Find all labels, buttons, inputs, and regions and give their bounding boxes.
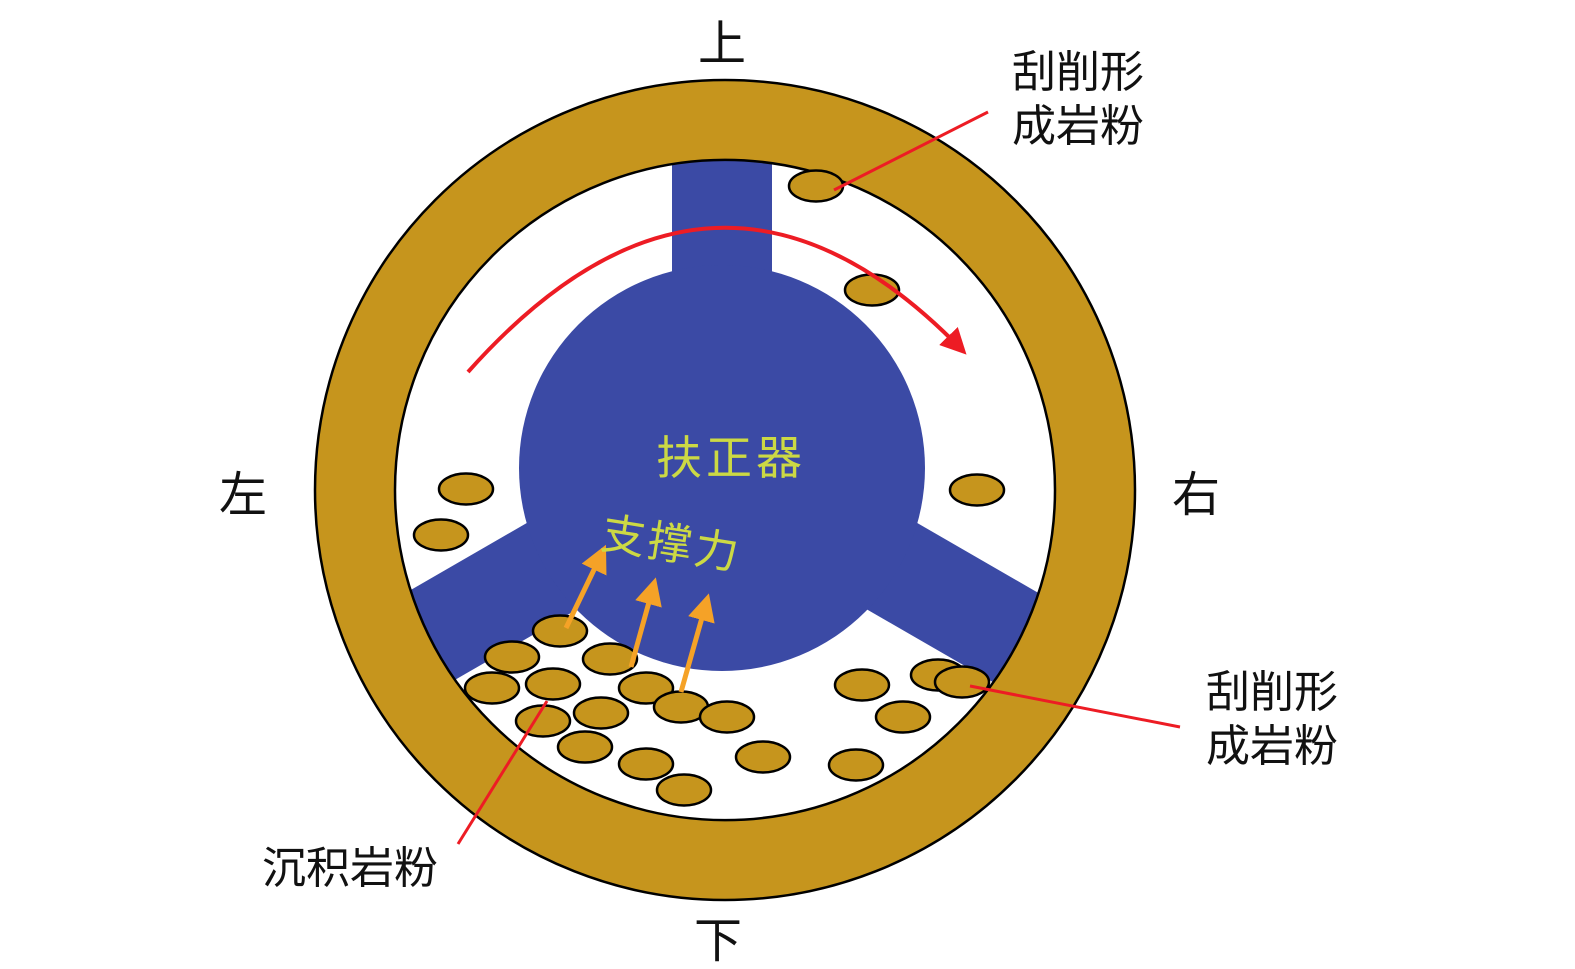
rock-powder-particle (617, 747, 675, 781)
rock-powder-particle (572, 696, 630, 730)
rock-powder-particle (556, 730, 614, 764)
annotation-scraping-top-line1: 刮削形 (1012, 48, 1144, 97)
direction-label-left: 左 (218, 469, 268, 522)
rock-powder-particle (655, 773, 713, 807)
rock-powder-particle (933, 665, 991, 699)
rock-powder-particle (412, 518, 470, 552)
rotation-direction-arrow (466, 225, 967, 374)
annotation-scraping-right: 刮削形 成岩粉 (1164, 666, 1380, 773)
rock-powder-particle (734, 740, 792, 774)
rock-powder-particle (617, 671, 675, 705)
annotation-scraping-top: 刮削形 成岩粉 (972, 46, 1184, 153)
rock-powder-particle (833, 668, 891, 702)
support-force-arrow (678, 593, 715, 693)
rock-powder-particle (698, 700, 756, 734)
callout-line-sediment (456, 700, 549, 845)
centralizer-hub (519, 265, 925, 671)
borehole-wall-ring (313, 78, 1137, 902)
rock-powder-particle (581, 642, 639, 676)
annotation-scraping-right-line1: 刮削形 (1206, 668, 1338, 717)
rock-powder-particle (787, 169, 845, 203)
centralizer-label: 扶正器 (656, 433, 806, 484)
rock-powder-particle (827, 748, 885, 782)
rock-powder-particle (874, 700, 932, 734)
support-force-arrows (563, 544, 715, 693)
annotation-scraping-top-line2: 成岩粉 (1012, 101, 1144, 151)
support-force-arrow (563, 544, 607, 630)
callout-line-scraping-top (833, 110, 989, 192)
support-force-arrow (628, 577, 662, 668)
rock-powder-particle (437, 472, 495, 506)
rock-powder-particle (948, 473, 1006, 507)
centralizer-body (382, 105, 1062, 693)
rock-powder-particle (463, 671, 521, 705)
rock-powder-particle (524, 667, 582, 701)
direction-label-top: 上 (697, 18, 747, 71)
rock-powder-particle (531, 614, 589, 648)
direction-label-bottom: 下 (693, 915, 743, 968)
rock-powder-particle (483, 640, 541, 674)
annotation-scraping-right-line2: 成岩粉 (1206, 721, 1338, 771)
callout-line-scraping-right (969, 684, 1181, 729)
annotation-sediment: 沉积岩粉 (262, 844, 438, 893)
direction-label-right: 右 (1171, 469, 1221, 522)
